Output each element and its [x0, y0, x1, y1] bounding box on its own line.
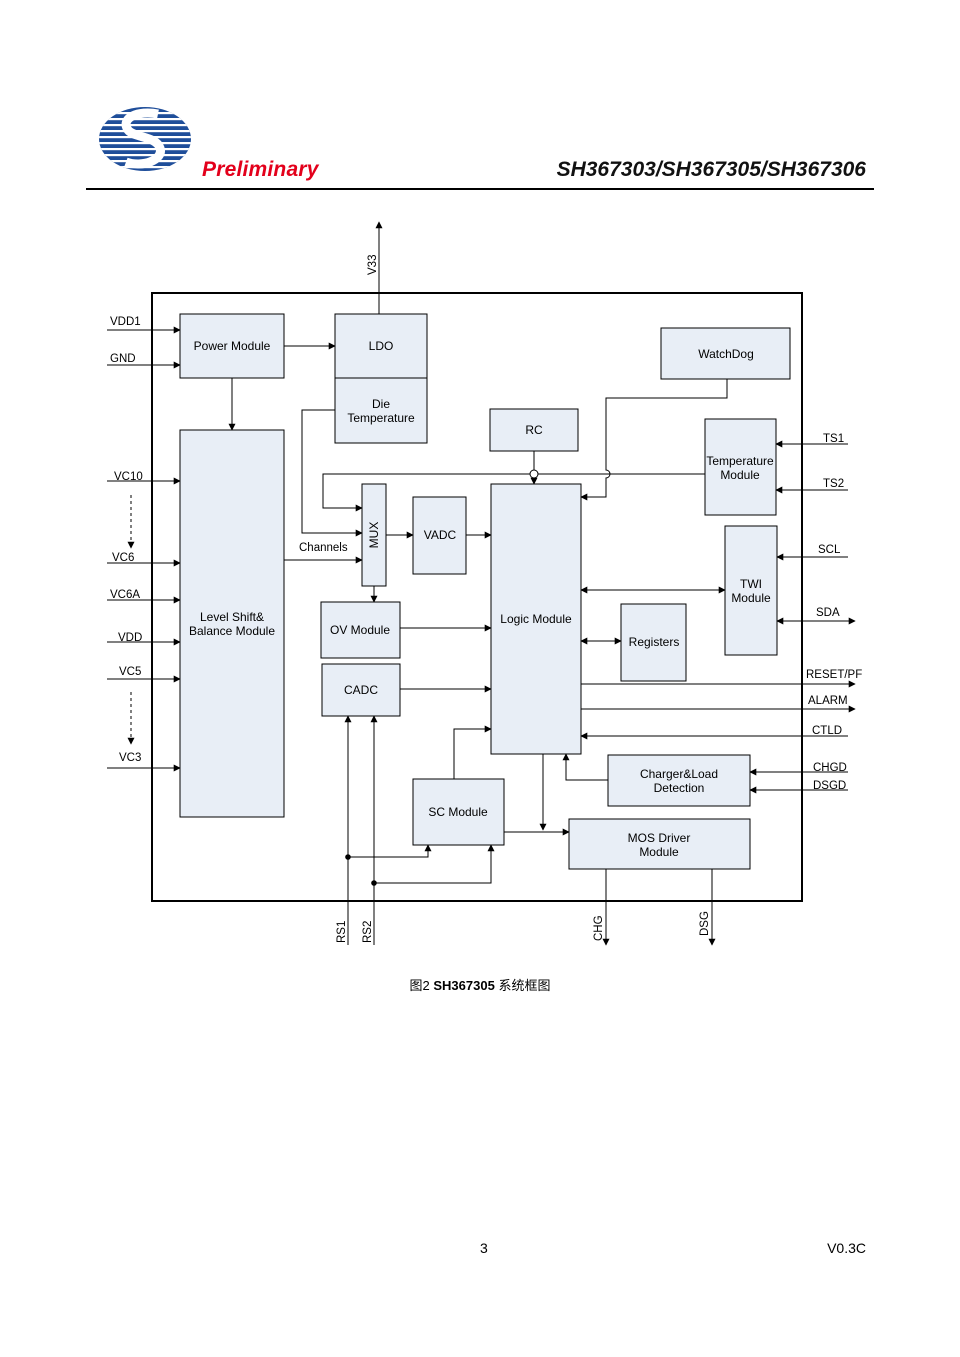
gnd-label: GND: [110, 353, 136, 365]
die-temperature-label-2: Temperature: [347, 411, 415, 425]
rs2-junction: [371, 880, 377, 886]
power-module-label: Power Module: [194, 339, 271, 353]
vc10-label: VC10: [114, 471, 143, 483]
figure-caption: 图2 SH367305 系统框图: [0, 975, 960, 994]
reset-pf-label: RESET/PF: [806, 669, 862, 681]
ldo-label: LDO: [369, 339, 394, 353]
mos-driver-label-1: MOS Driver: [628, 831, 691, 845]
cadc-block: [321, 663, 401, 717]
temperature-module-label-2: Module: [720, 468, 760, 482]
ts2-label: TS2: [823, 478, 844, 490]
header-rule: [86, 188, 874, 190]
vdd-label: VDD: [118, 632, 142, 644]
system-block-diagram: Power Module LDO Die Temperature WatchDo…: [107, 221, 862, 946]
level-shift-label-1: Level Shift&: [200, 610, 264, 624]
vadc-label: VADC: [424, 528, 457, 542]
chip-boundary: [151, 292, 803, 902]
power-module-block: [179, 313, 285, 379]
dietemp-to-mux: [301, 409, 363, 537]
scl-label: SCL: [818, 544, 841, 556]
sc-module-label: SC Module: [428, 805, 488, 819]
vc3-label: VC3: [119, 752, 141, 764]
charger-load-label-1: Charger&Load: [640, 767, 718, 781]
level-shift-label-2: Balance Module: [189, 624, 275, 638]
document-version: V0.3C: [827, 1240, 866, 1256]
rs1-junction: [345, 854, 351, 860]
vdd1-label: VDD1: [110, 316, 141, 328]
charger-load-block: [607, 754, 751, 807]
chg-label: CHG: [593, 915, 605, 941]
rc-block: [489, 408, 579, 452]
ctld-label: CTLD: [812, 725, 842, 737]
mos-driver-block: [568, 818, 751, 870]
temperature-module-block: [704, 418, 777, 516]
rs2-label: RS2: [362, 921, 374, 943]
die-temperature-block: [334, 377, 428, 444]
vc5-label: VC5: [119, 666, 141, 678]
rc-label: RC: [525, 423, 543, 437]
company-logo: [99, 107, 191, 171]
temperature-module-label-1: Temperature: [706, 454, 774, 468]
ts1-label: TS1: [823, 433, 844, 445]
charger-to-logic: [562, 753, 608, 781]
preliminary-label: Preliminary: [202, 158, 319, 181]
rc-crossing: [529, 469, 539, 479]
watchdog-to-logic: [580, 379, 728, 501]
sc-module-block: [412, 778, 505, 846]
channels-label: Channels: [299, 542, 348, 554]
logic-module-block: [490, 483, 582, 755]
sc-to-logic: [453, 725, 492, 779]
v33-label: V33: [367, 255, 379, 275]
ov-module-label: OV Module: [330, 623, 390, 637]
ldo-block: [334, 313, 428, 379]
chgd-label: CHGD: [813, 762, 847, 774]
watchdog-block: [660, 327, 791, 380]
twi-module-block: [724, 525, 778, 656]
ov-module-block: [320, 601, 401, 659]
part-number-title: SH367303/SH367305/SH367306: [556, 158, 866, 181]
caption-part: SH367305: [433, 978, 495, 993]
vc6-label: VC6: [112, 552, 134, 564]
mux-label: MUX: [367, 522, 381, 549]
twi-module-label-2: Module: [731, 591, 771, 605]
logic-module-label: Logic Module: [500, 612, 572, 626]
tempmodule-to-mux: [322, 473, 705, 512]
registers-label: Registers: [629, 635, 680, 649]
vc6a-label: VC6A: [110, 589, 140, 601]
registers-block: [620, 603, 687, 682]
rs1-to-sc: [348, 844, 432, 858]
cadc-label: CADC: [344, 683, 378, 697]
charger-load-label-2: Detection: [654, 781, 705, 795]
alarm-label: ALARM: [808, 695, 848, 707]
dsgd-label: DSGD: [813, 780, 846, 792]
mos-driver-label-2: Module: [639, 845, 679, 859]
die-temperature-label-1: Die: [372, 397, 390, 411]
watchdog-label: WatchDog: [698, 347, 754, 361]
sda-label: SDA: [816, 607, 840, 619]
caption-suffix: 系统框图: [494, 978, 551, 993]
level-shift-block: [179, 429, 285, 818]
rs2-to-sc: [374, 844, 495, 884]
rs1-label: RS1: [336, 921, 348, 943]
dsg-label: DSG: [699, 911, 711, 936]
page-number: 3: [480, 1240, 488, 1256]
twi-module-label-1: TWI: [740, 577, 762, 591]
caption-prefix: 图2: [409, 978, 434, 993]
